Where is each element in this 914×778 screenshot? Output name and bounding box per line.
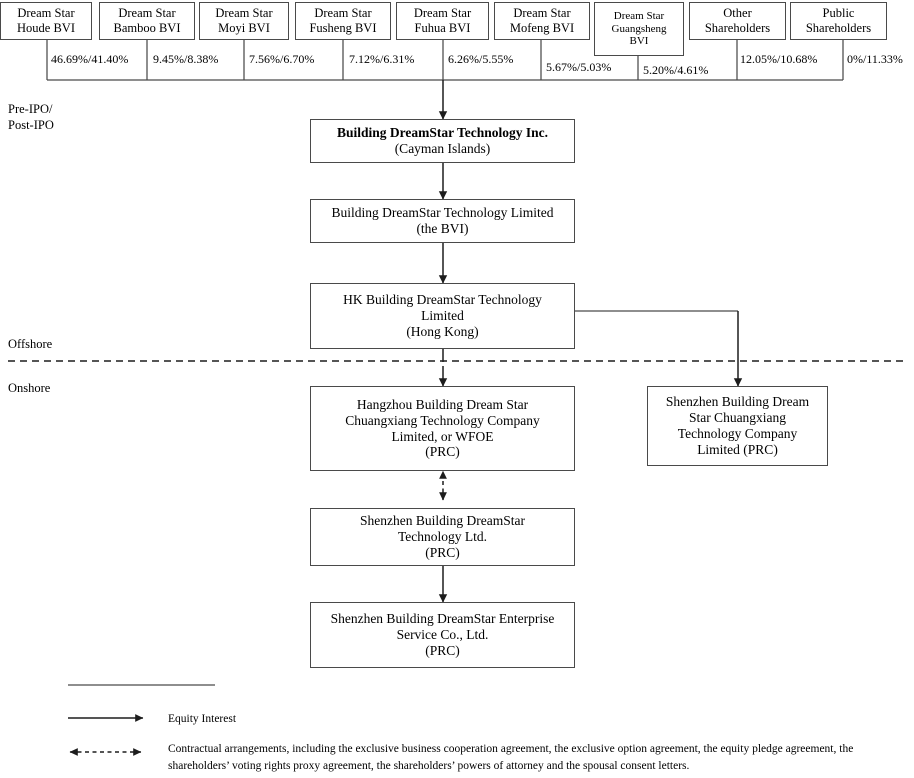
shareholder-name-line1: Dream Star (215, 6, 273, 21)
ownership-pct-bamboo: 9.45%/8.38% (153, 52, 219, 66)
entity-name-line1: Shenzhen Building DreamStar (360, 513, 525, 529)
entity-name-line1: Building DreamStar Technology Inc. (336, 125, 549, 141)
entity-jurisdiction: Limited (PRC) (697, 441, 778, 457)
shareholder-name-line2: Houde BVI (17, 21, 75, 35)
entity-name-line1: Shenzhen Building DreamStar Enterprise (330, 611, 555, 627)
entity-box-shenzhen-technology[interactable]: Shenzhen Building DreamStar Technology L… (310, 508, 575, 566)
entity-name-line1: Hangzhou Building Dream Star (356, 396, 529, 412)
shareholder-box-dream-star-mofeng-bvi[interactable]: Dream Star Mofeng BVI (494, 2, 590, 40)
shareholder-box-dream-star-bamboo-bvi[interactable]: Dream Star Bamboo BVI (99, 2, 195, 40)
shareholder-name-line2: Mofeng BVI (509, 21, 575, 35)
ownership-pct-fusheng: 7.12%/6.31% (349, 52, 415, 66)
shareholder-box-dream-star-moyi-bvi[interactable]: Dream Star Moyi BVI (199, 2, 289, 40)
entity-box-cayman[interactable]: Building DreamStar Technology Inc. (Caym… (310, 119, 575, 163)
ownership-pct-other: 12.05%/10.68% (740, 52, 818, 66)
label-post-ipo: Post-IPO (8, 118, 54, 133)
legend-contractual-line2: agreement, the shareholders’ voting righ… (168, 743, 854, 772)
entity-name-line1: Shenzhen Building Dream (665, 394, 810, 410)
entity-box-shenzhen-chuangxiang[interactable]: Shenzhen Building Dream Star Chuangxiang… (647, 386, 828, 466)
ownership-pct-fuhua: 6.26%/5.55% (448, 52, 514, 66)
entity-name-line3: Technology Company (677, 426, 798, 441)
shareholder-box-dream-star-fusheng-bvi[interactable]: Dream Star Fusheng BVI (295, 2, 391, 40)
label-pre-post-ipo: Pre-IPO/ Post-IPO (8, 101, 54, 134)
entity-jurisdiction: (Hong Kong) (406, 323, 479, 339)
entity-jurisdiction: (PRC) (425, 544, 460, 560)
entity-box-wfoe[interactable]: Hangzhou Building Dream Star Chuangxiang… (310, 386, 575, 471)
entity-jurisdiction: (PRC) (425, 444, 460, 460)
legend-contractual-line1: Contractual arrangements, including the … (168, 743, 783, 755)
entity-jurisdiction: (Cayman Islands) (394, 141, 491, 156)
shareholder-name-line3: BVI (629, 35, 649, 48)
shareholder-box-other-shareholders[interactable]: Other Shareholders (689, 2, 786, 40)
entity-name-line3: Limited, or WFOE (391, 428, 494, 444)
shareholder-box-public-shareholders[interactable]: Public Shareholders (790, 2, 887, 40)
entity-name-line1: Building DreamStar Technology Limited (331, 205, 554, 221)
ownership-pct-houde: 46.69%/41.40% (51, 52, 129, 66)
shareholder-name-line1: Dream Star (17, 6, 75, 21)
shareholder-box-dream-star-fuhua-bvi[interactable]: Dream Star Fuhua BVI (396, 2, 489, 40)
legend-equity-interest-label: Equity Interest (168, 713, 237, 725)
shareholder-name-line2: Moyi BVI (218, 21, 270, 35)
label-pre-ipo: Pre-IPO/ (8, 102, 53, 116)
entity-name-line2: Star Chuangxiang (688, 410, 787, 426)
entity-jurisdiction: (PRC) (425, 642, 460, 658)
shareholder-name-line2: Bamboo BVI (113, 21, 181, 35)
shareholder-name-line2: Fuhua BVI (414, 21, 471, 35)
shareholder-name-line1: Other (723, 6, 752, 21)
shareholder-box-dream-star-houde-bvi[interactable]: Dream Star Houde BVI (0, 2, 92, 40)
shareholder-name-line1: Dream Star (613, 9, 665, 22)
entity-name-line2: Chuangxiang Technology Company (345, 412, 540, 428)
shareholder-name-line1: Dream Star (513, 6, 571, 21)
entity-jurisdiction: (the BVI) (416, 221, 469, 236)
entity-name-line2: Limited (421, 308, 464, 324)
shareholder-name-line2: Guangsheng (611, 22, 667, 35)
ownership-pct-mofeng: 5.67%/5.03% (546, 60, 612, 74)
entity-name-line2: Service Co., Ltd. (396, 627, 489, 643)
ownership-pct-guangsheng: 5.20%/4.61% (643, 63, 709, 77)
shareholder-box-dream-star-guangsheng-bvi[interactable]: Dream Star Guangsheng BVI (594, 2, 684, 56)
shareholder-name-line1: Dream Star (118, 6, 176, 21)
shareholder-name-line1: Dream Star (413, 6, 472, 21)
shareholder-name-line2: Shareholders (704, 21, 771, 35)
entity-name-line1: HK Building DreamStar Technology (343, 292, 542, 308)
shareholder-name-line1: Dream Star (314, 6, 372, 21)
shareholder-name-line2: Fusheng BVI (309, 21, 377, 35)
entity-box-bvi[interactable]: Building DreamStar Technology Limited (t… (310, 199, 575, 243)
shareholder-name-line2: Shareholders (805, 21, 872, 35)
label-onshore: Onshore (8, 381, 51, 395)
legend-contractual-arrangements-label: Contractual arrangements, including the … (168, 741, 868, 774)
entity-box-shenzhen-enterprise-service[interactable]: Shenzhen Building DreamStar Enterprise S… (310, 602, 575, 668)
shareholder-name-line1: Public (822, 6, 855, 21)
ownership-pct-moyi: 7.56%/6.70% (249, 52, 315, 66)
entity-box-hong-kong[interactable]: HK Building DreamStar Technology Limited… (310, 283, 575, 349)
entity-name-line2: Technology Ltd. (397, 529, 488, 545)
ownership-pct-public: 0%/11.33% (847, 52, 903, 66)
label-offshore: Offshore (8, 337, 53, 351)
